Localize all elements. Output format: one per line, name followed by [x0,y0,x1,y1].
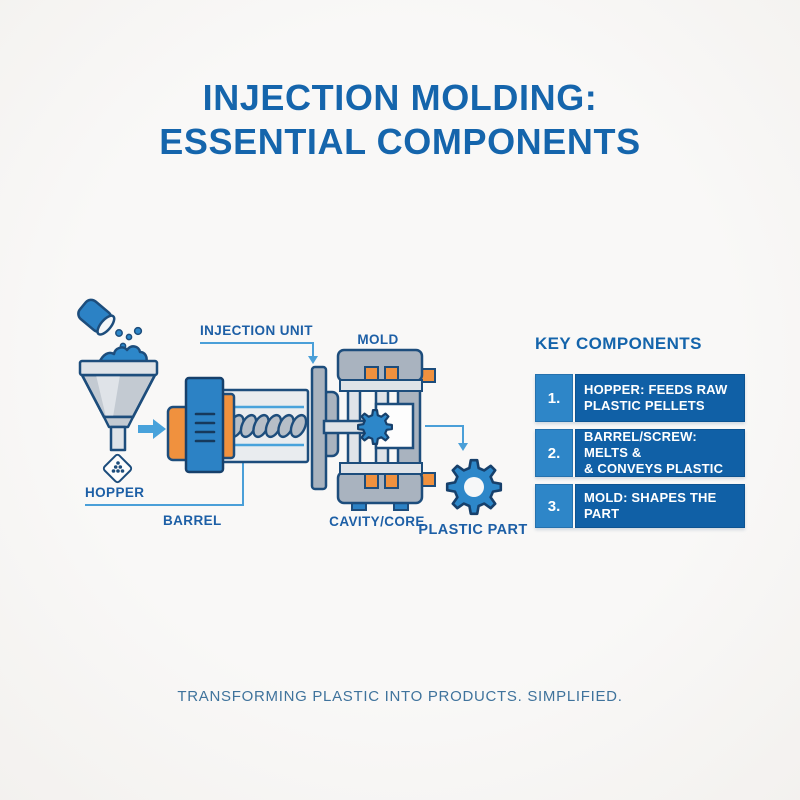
item-text-line2: PLASTIC PELLETS [584,398,705,413]
hopper-funnel-icon [78,359,159,452]
key-component-item-1: 1. HOPPER: FEEDS RAW PLASTIC PELLETS [535,374,745,422]
key-component-item-2: 2. BARREL/SCREW: MELTS & & CONVEYS PLAST… [535,429,745,477]
screw-icon [227,413,308,439]
pour-cup-icon [77,298,116,336]
feed-arrow-icon [138,419,166,439]
injection-unit-machine-icon [166,376,310,474]
page-title-line1: INJECTION MOLDING: [202,77,598,118]
item-number-badge: 2. [535,429,573,477]
plastic-part-callout-line [425,425,468,451]
key-components-heading: KEY COMPONENTS [535,334,702,353]
item-number-badge: 1. [535,374,573,422]
hopper-label: HOPPER [85,485,145,500]
injection-unit-label: INJECTION UNIT [200,323,313,338]
footer-tagline: TRANSFORMING PLASTIC INTO PRODUCTS. SIMP… [177,688,623,705]
mold-gear-icon [357,409,393,445]
item-text: HOPPER: FEEDS RAW PLASTIC PELLETS [575,374,745,422]
injection-unit-callout-line [200,342,318,364]
plastic-part-label: PLASTIC PART [418,522,528,538]
cavity-core-label: CAVITY/CORE [329,514,425,529]
mold-clamp-icon [310,348,436,511]
item-text-line1: HOPPER: FEEDS RAW [584,382,728,397]
page-title: INJECTION MOLDING: ESSENTIAL COMPONENTS [0,76,800,164]
mold-label: MOLD [357,332,399,347]
page-title-line2: ESSENTIAL COMPONENTS [159,121,641,162]
item-number-badge: 3. [535,484,573,528]
diamond-pellet-badge-icon [102,453,133,484]
key-component-item-3: 3. MOLD: SHAPES THE PART [535,484,745,528]
item-text-line1: MOLD: SHAPES THE PART [584,490,717,521]
pellet-mound-icon [97,345,148,365]
barrel-label: BARREL [163,513,222,528]
key-components-panel: KEY COMPONENTS 1. HOPPER: FEEDS RAW PLAS… [535,334,745,535]
item-text-line2: & CONVEYS PLASTIC [584,461,724,476]
item-text: MOLD: SHAPES THE PART [575,484,745,528]
plastic-part-gear-icon [445,458,503,516]
item-text: BARREL/SCREW: MELTS & & CONVEYS PLASTIC [575,429,745,477]
item-text-line1: BARREL/SCREW: MELTS & [584,429,697,460]
